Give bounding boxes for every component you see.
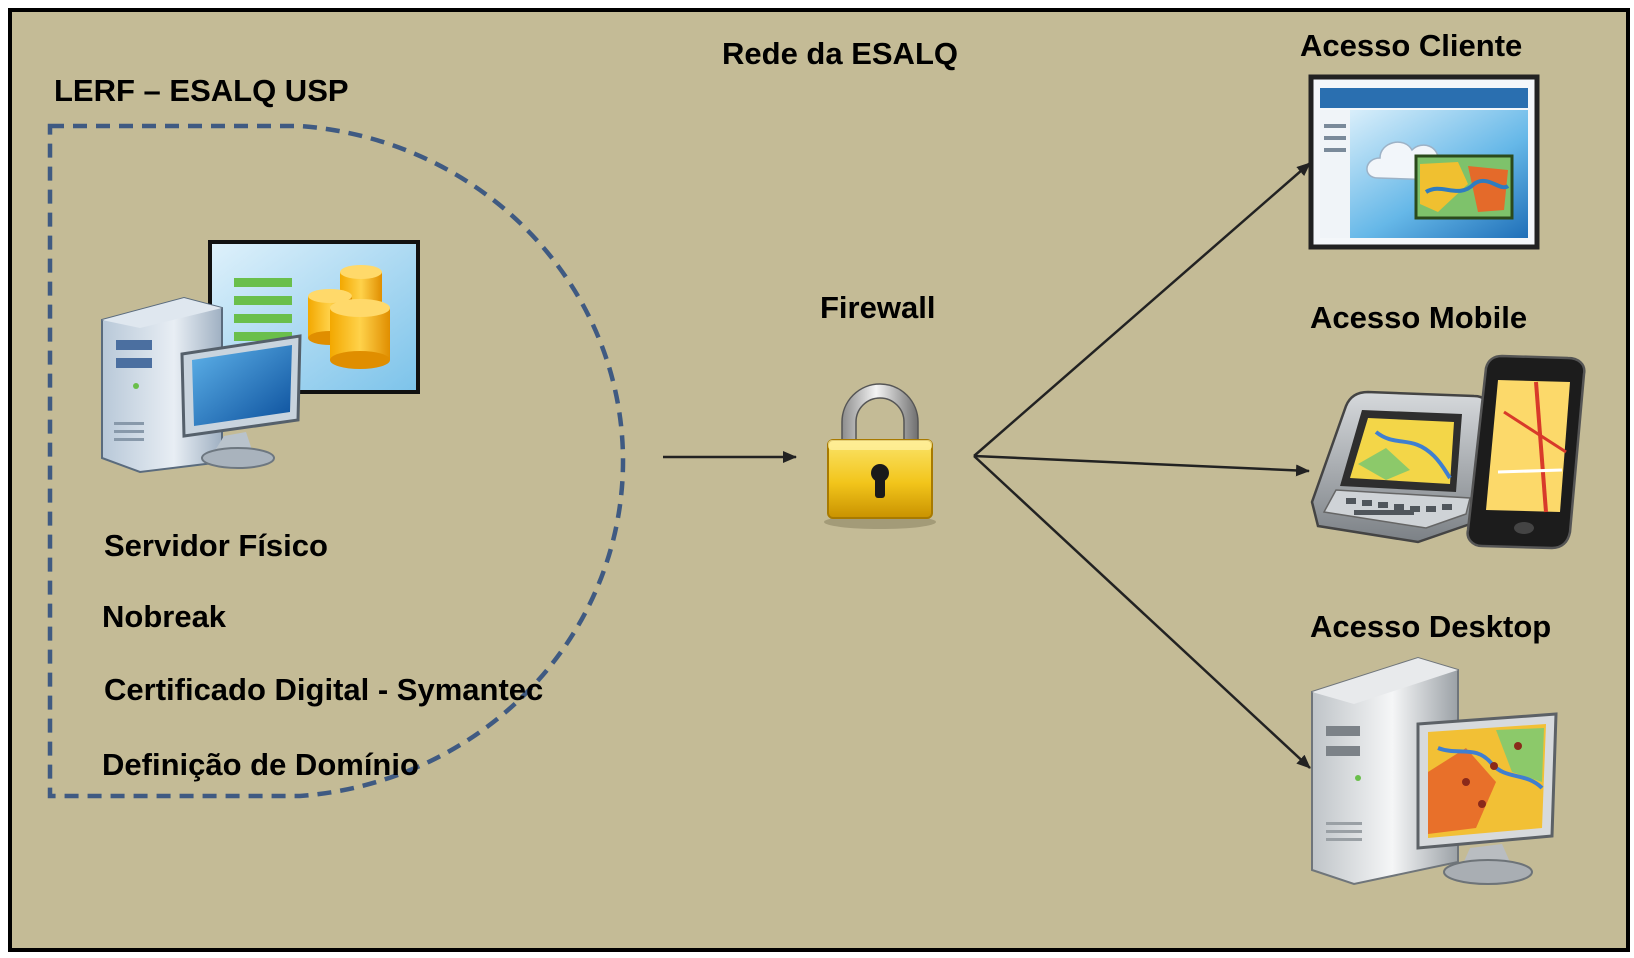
access-mobile-label: Acesso Mobile <box>1310 300 1528 335</box>
server-workstation-icon <box>101 240 420 474</box>
padlock-icon <box>824 383 936 529</box>
access-client-label: Acesso Cliente <box>1300 28 1523 63</box>
server-item-nobreak: Nobreak <box>102 599 227 634</box>
zone-title: LERF – ESALQ USP <box>54 73 349 108</box>
server-item-physical-server: Servidor Físico <box>104 528 328 563</box>
mobile-devices-icon <box>1310 354 1586 550</box>
server-item-domain-definition: Definição de Domínio <box>102 747 419 782</box>
network-title: Rede da ESALQ <box>722 36 958 71</box>
desktop-computer-icon <box>1311 656 1558 886</box>
firewall-label: Firewall <box>820 290 936 325</box>
web-client-icon <box>1308 74 1540 250</box>
server-item-digital-certificate: Certificado Digital - Symantec <box>104 672 544 707</box>
access-desktop-label: Acesso Desktop <box>1310 609 1552 644</box>
